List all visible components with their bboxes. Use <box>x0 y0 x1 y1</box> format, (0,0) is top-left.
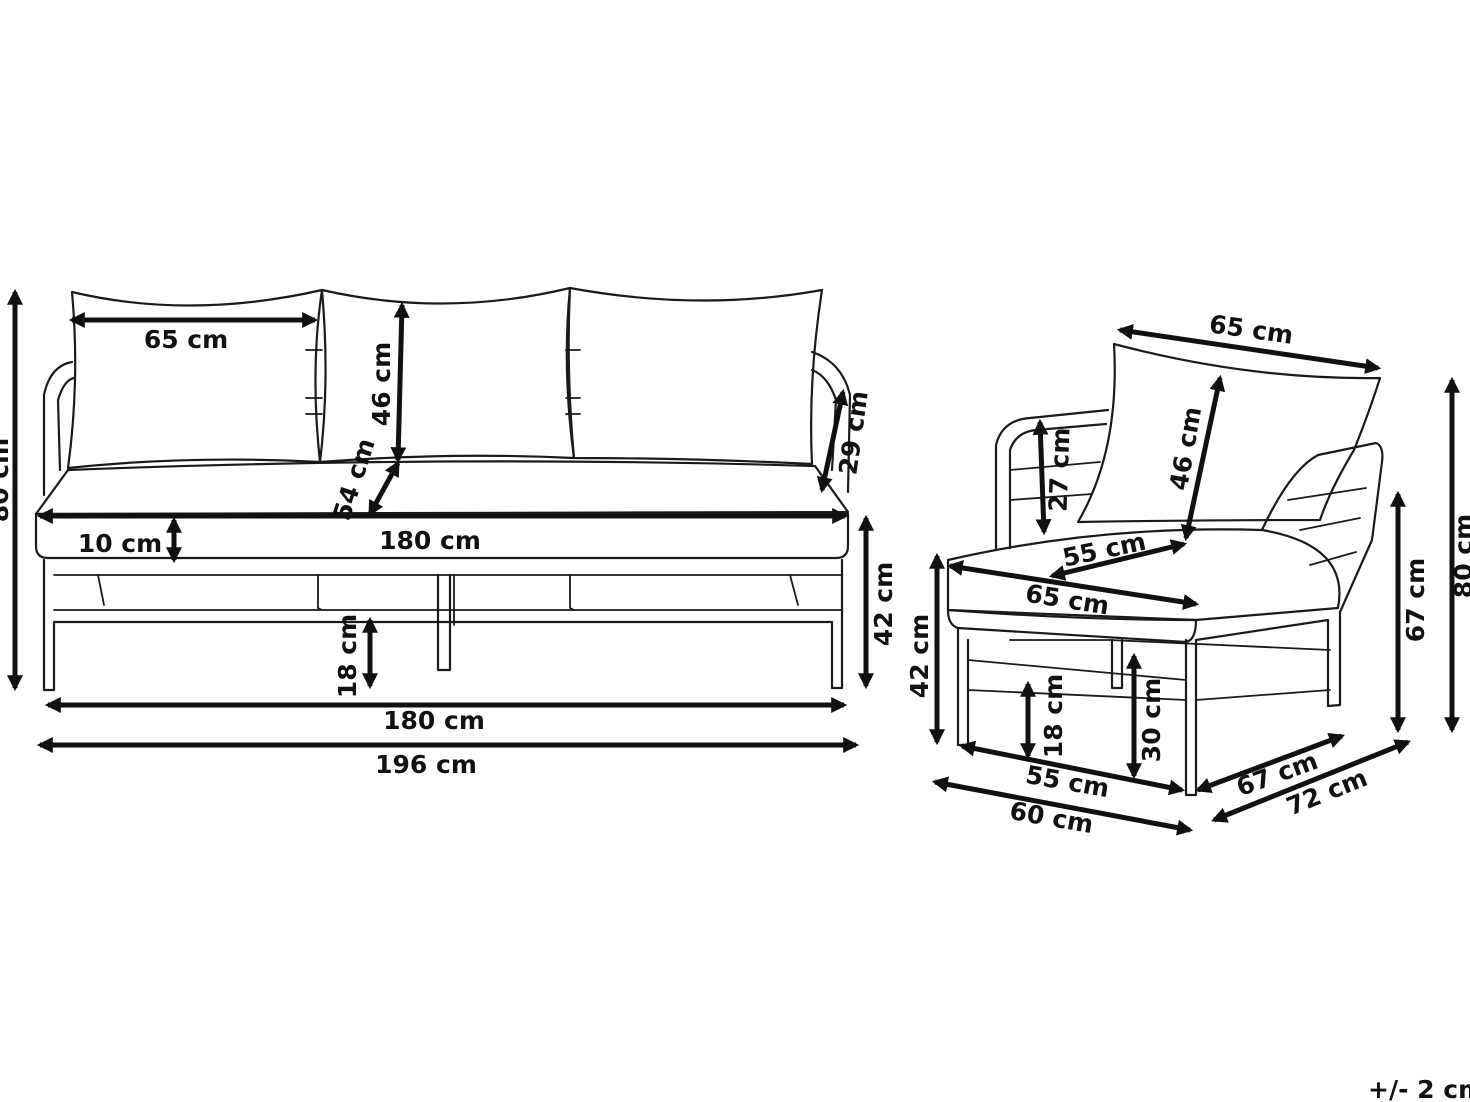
sofa-base-width-label: 180 cm <box>383 706 485 735</box>
armchair-base-width-label: 55 cm <box>1023 760 1111 803</box>
sofa-dimensions <box>6 288 875 754</box>
armchair-armrest-height-label: 67 cm <box>1401 558 1430 642</box>
sofa-total-height-label: 80 cm <box>0 438 14 522</box>
sofa-drawing <box>34 286 852 692</box>
armchair-seat-height-label: 42 cm <box>905 614 934 698</box>
armchair-dimensions <box>928 323 1461 836</box>
sofa-cushion-thickness-label: 10 cm <box>78 529 162 558</box>
armchair-frame-height-label: 30 cm <box>1137 678 1166 762</box>
sofa-pillow-width-label: 65 cm <box>144 325 228 354</box>
sofa-total-width-label: 196 cm <box>375 750 477 779</box>
sofa-seat-height-label: 42 cm <box>869 562 898 646</box>
sofa-seat-width-label: 180 cm <box>379 526 481 555</box>
armchair-drawing <box>946 342 1384 797</box>
sofa-pillow-height-label: 46 cm <box>367 342 396 426</box>
armchair-total-height-label: 80 cm <box>1449 514 1470 598</box>
armchair-total-width-label: 60 cm <box>1007 796 1095 839</box>
armchair-leg-clearance-label: 18 cm <box>1039 674 1068 758</box>
sofa-leg-clearance-label: 18 cm <box>333 614 362 698</box>
armchair-backrest-height-label: 27 cm <box>1044 427 1076 512</box>
tolerance-note: +/- 2 cm <box>1368 1075 1470 1102</box>
